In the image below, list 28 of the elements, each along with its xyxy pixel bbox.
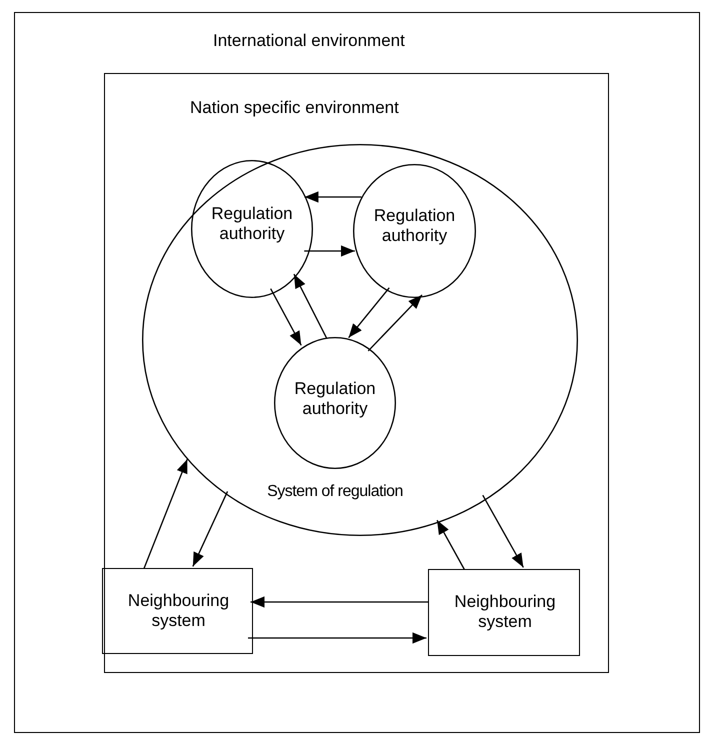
ellipse-node bbox=[353, 164, 476, 298]
arrow bbox=[270, 288, 302, 346]
node-label: System of regulation bbox=[266, 482, 404, 502]
arrow bbox=[192, 491, 228, 567]
node-label: International environment bbox=[213, 31, 405, 52]
arrow bbox=[143, 458, 188, 570]
rect-node bbox=[104, 73, 609, 673]
arrow bbox=[293, 274, 328, 338]
arrow bbox=[304, 191, 362, 203]
node-label: Nation specific environment bbox=[190, 98, 399, 118]
ellipse-node bbox=[274, 337, 396, 469]
arrow bbox=[482, 494, 524, 568]
ellipse-node bbox=[191, 160, 313, 298]
rect-node bbox=[14, 12, 700, 733]
node-label: Regulation authority bbox=[293, 379, 377, 420]
arrow bbox=[348, 287, 390, 338]
arrow bbox=[436, 520, 466, 570]
node-label: Regulation authority bbox=[372, 206, 456, 247]
arrow bbox=[304, 245, 355, 257]
arrow bbox=[248, 632, 426, 644]
rect-node bbox=[428, 569, 580, 656]
node-label: Neighbouring system bbox=[126, 591, 230, 632]
arrow bbox=[250, 596, 429, 608]
node-label: Regulation authority bbox=[210, 204, 294, 245]
rect-node bbox=[102, 568, 253, 654]
ellipse-node bbox=[142, 144, 578, 536]
arrow bbox=[368, 294, 422, 352]
node-label: Neighbouring system bbox=[453, 592, 557, 633]
